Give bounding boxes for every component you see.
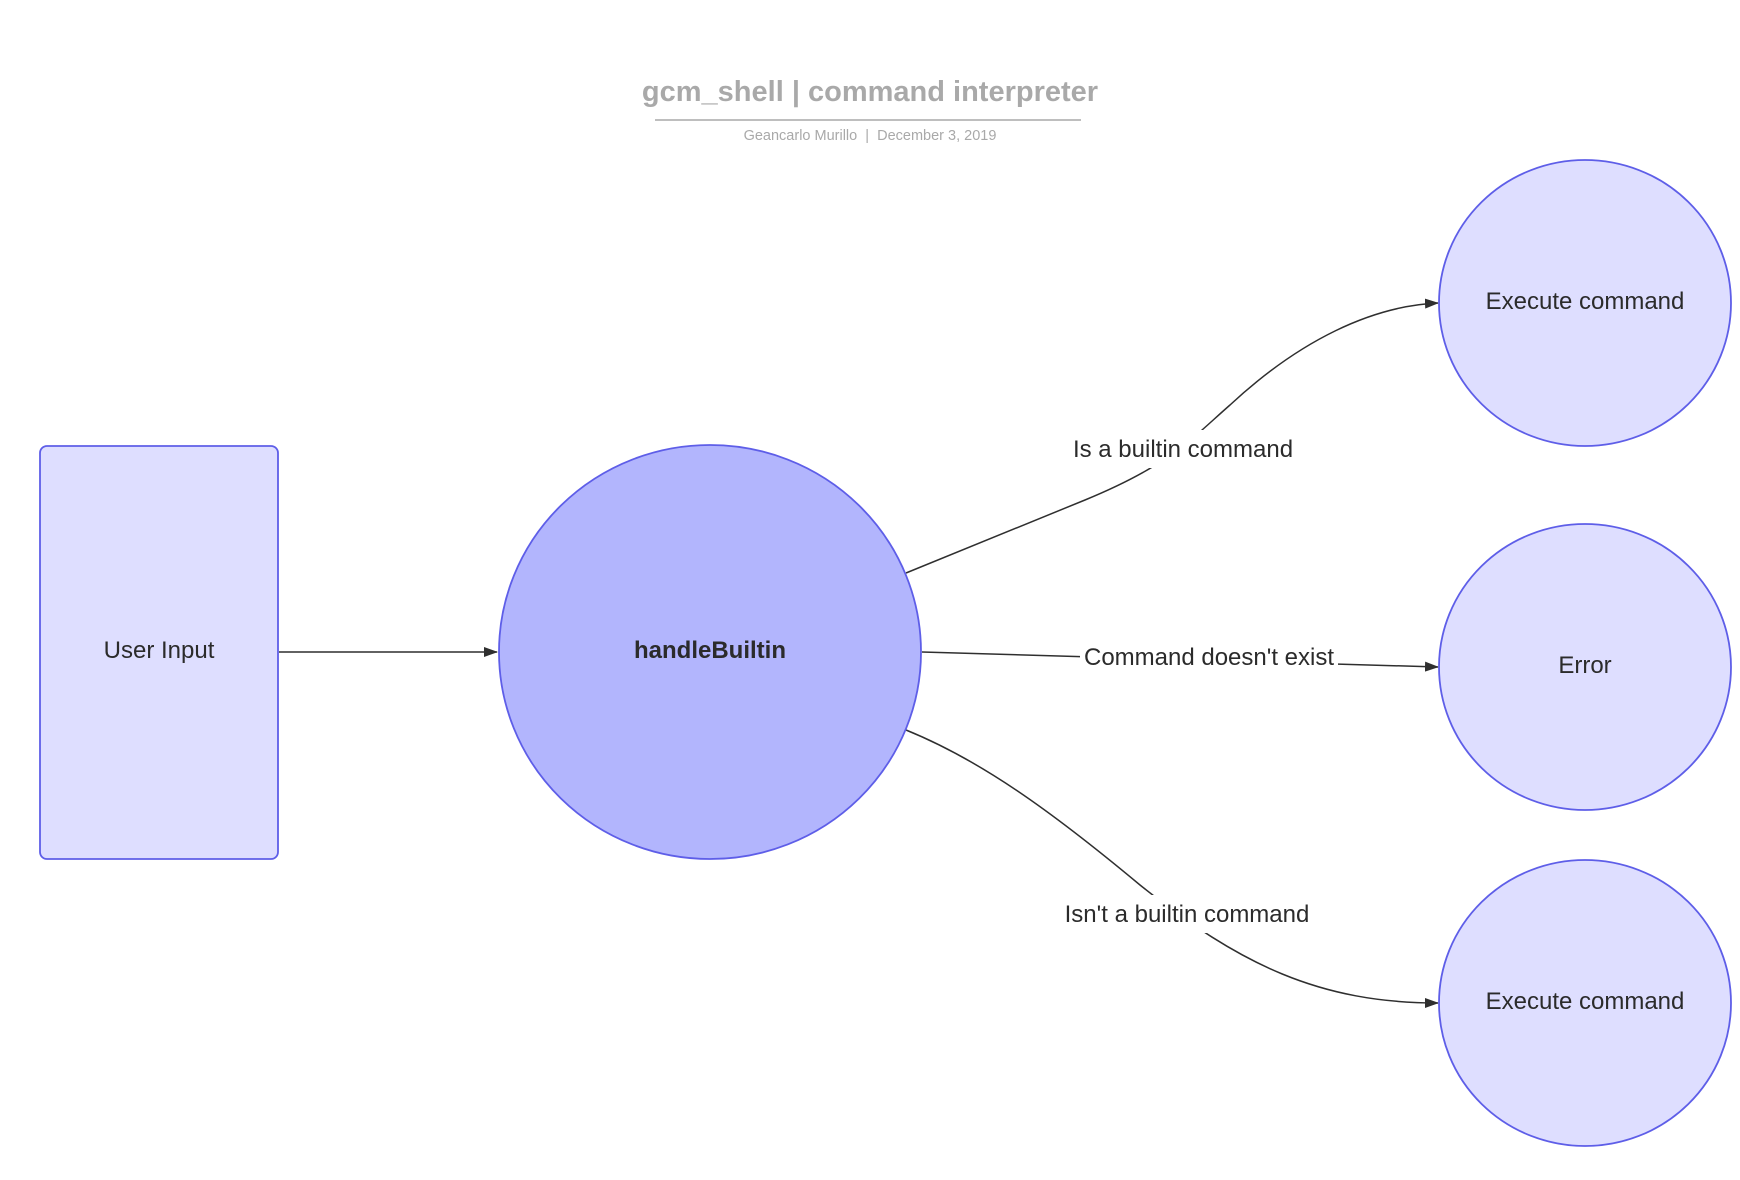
author-name: Geancarlo Murillo [744, 128, 858, 144]
edge-labels: Is a builtin command Command doesn't exi… [1060, 430, 1338, 933]
node-handle-builtin[interactable]: handleBuiltin [498, 444, 922, 860]
execute-top-shape [1438, 159, 1732, 447]
handle-builtin-shape [498, 444, 922, 860]
error-label: Error [1558, 652, 1611, 679]
subtitle-separator: | [865, 128, 869, 144]
execute-bottom-shape [1438, 859, 1732, 1147]
handle-builtin-label: handleBuiltin [634, 637, 786, 664]
node-execute-command-top[interactable]: Execute command [1438, 159, 1732, 447]
edge-label-doesnt-exist: Command doesn't exist [1084, 644, 1334, 671]
error-shape [1438, 523, 1732, 811]
user-input-shape [39, 445, 279, 860]
user-input-label: User Input [104, 637, 215, 664]
edge-label-is-builtin: Is a builtin command [1073, 436, 1293, 463]
node-execute-command-bottom[interactable]: Execute command [1438, 859, 1732, 1147]
diagram-header: gcm_shell | command interpreter Geancarl… [642, 76, 1098, 144]
edge-isnt-builtin [905, 729, 1439, 1008]
execute-top-label: Execute command [1486, 288, 1685, 315]
execute-bottom-label: Execute command [1486, 988, 1685, 1015]
edge-is-builtin [905, 298, 1439, 574]
diagram-title: gcm_shell | command interpreter [642, 76, 1098, 108]
diagram-date: December 3, 2019 [877, 128, 996, 144]
node-user-input[interactable]: User Input [39, 445, 279, 860]
node-error[interactable]: Error [1438, 523, 1732, 811]
edge-label-isnt-builtin: Isn't a builtin command [1065, 901, 1310, 928]
diagram-subtitle: Geancarlo Murillo | December 3, 2019 [744, 128, 997, 144]
